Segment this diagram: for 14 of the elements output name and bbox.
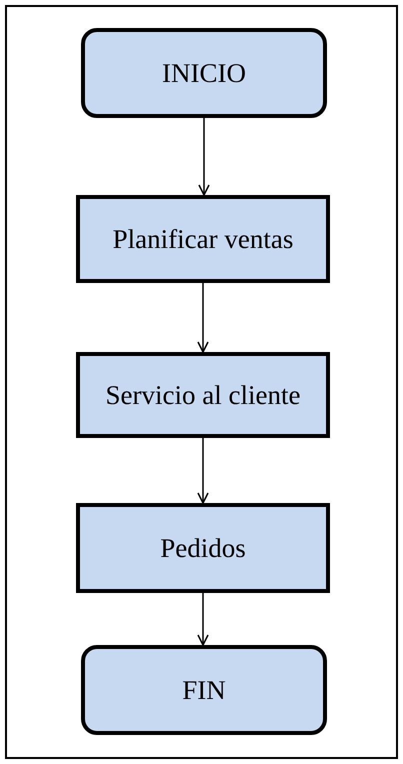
arrow	[197, 593, 209, 646]
terminal-box	[81, 28, 327, 118]
node-label: FIN	[182, 674, 226, 706]
node-label: Planificar ventas	[112, 224, 294, 254]
node-label: INICIO	[162, 58, 246, 88]
node-label: Pedidos	[160, 532, 246, 564]
terminal-box	[81, 645, 327, 735]
process-box	[76, 503, 330, 593]
arrow	[197, 283, 209, 353]
process-box	[76, 195, 330, 283]
arrow	[197, 438, 209, 504]
arrow	[198, 118, 210, 196]
process-box	[76, 352, 330, 438]
node-label: Servicio al cliente	[106, 380, 300, 410]
